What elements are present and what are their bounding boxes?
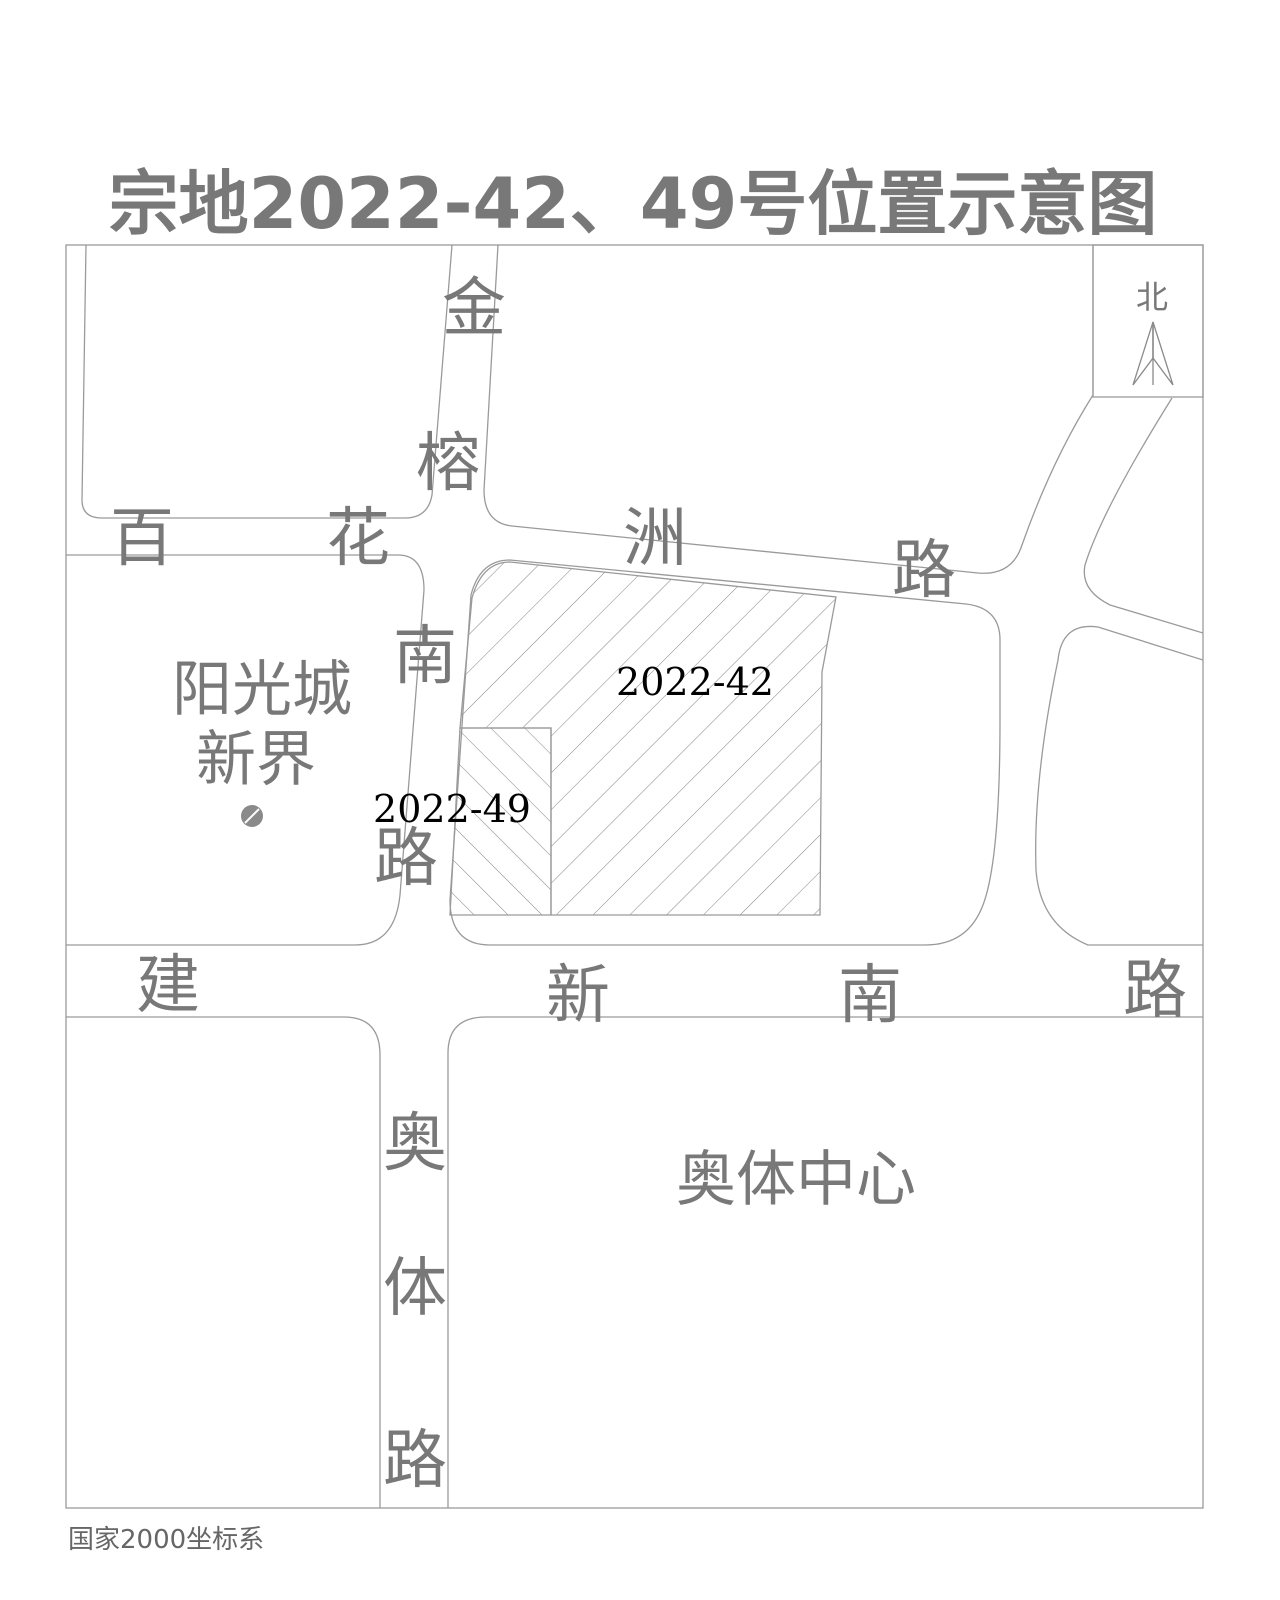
block-east [1035, 625, 1203, 946]
road-label-jianxin-1: 建 [136, 949, 200, 1023]
block-northwest [81, 245, 453, 519]
block-southeast [447, 1016, 1203, 1508]
parcel-2022-42[interactable] [459, 561, 837, 916]
block-northeast [1083, 397, 1203, 634]
road-label-jianxin-4: 路 [1123, 954, 1187, 1028]
coordinate-system-label: 国家2000坐标系 [68, 1525, 264, 1555]
north-label: 北 [1136, 278, 1168, 316]
area-label-aoti-center: 奥体中心 [676, 1145, 916, 1215]
map-title: 宗地2022-42、49号位置示意图 [109, 163, 1158, 245]
road-label-jinrong-3: 南 [393, 620, 457, 694]
road-label-jinrong-4: 路 [374, 822, 438, 896]
road-label-baihua-4: 路 [892, 534, 956, 608]
block-southwest [66, 1016, 381, 1508]
road-label-baihua-2: 花 [326, 502, 390, 576]
block-north-center [483, 245, 1094, 574]
north-indicator-box [1092, 244, 1204, 398]
road-label-jianxin-3: 南 [838, 959, 902, 1033]
road-label-jianxin-2: 新 [546, 959, 610, 1033]
parcel-label-2022-49: 2022-49 [373, 787, 531, 831]
map-frame [65, 244, 1204, 1509]
block-yangguangcheng [66, 554, 425, 946]
parcel-label-2022-42: 2022-42 [616, 660, 774, 704]
road-label-jinrong-2: 榕 [416, 427, 480, 501]
north-arrow-icon [1132, 321, 1174, 386]
road-label-baihua-3: 洲 [623, 502, 687, 576]
road-label-aoti-1: 奥 [383, 1107, 447, 1181]
road-label-baihua-1: 百 [110, 502, 174, 576]
area-label-yangguangcheng-2: 新界 [196, 725, 316, 795]
location-marker-icon [241, 805, 263, 827]
road-label-aoti-2: 体 [383, 1252, 447, 1326]
road-label-aoti-3: 路 [383, 1424, 447, 1498]
road-label-jinrong-1: 金 [442, 272, 506, 346]
area-label-yangguangcheng-1: 阳光城 [172, 655, 352, 725]
parcel-2022-49[interactable] [449, 727, 552, 916]
